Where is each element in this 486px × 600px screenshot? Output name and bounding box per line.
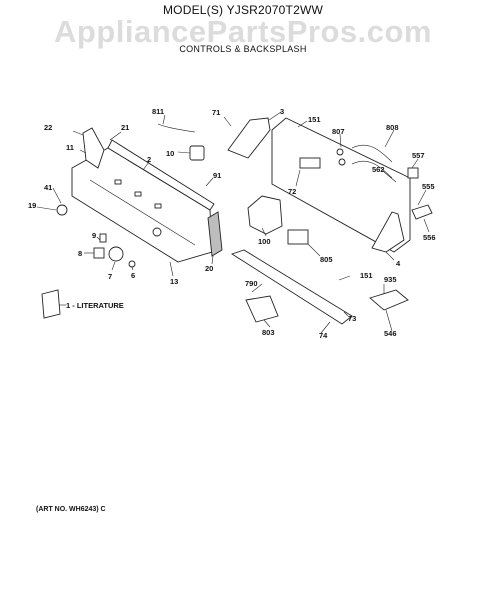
callout-151a: 151 <box>308 115 321 124</box>
callout-100: 100 <box>258 237 271 246</box>
knob <box>108 246 124 262</box>
knob-insert <box>93 247 105 259</box>
valve <box>407 167 419 179</box>
callout-556: 556 <box>423 233 436 242</box>
callout-literature: 1 - LITERATURE <box>66 301 124 310</box>
model-title: MODEL(S) YJSR2070T2WW <box>162 3 323 17</box>
hose <box>157 123 196 133</box>
spring <box>99 233 107 243</box>
callout-13: 13 <box>170 277 178 286</box>
callout-546: 546 <box>384 329 397 338</box>
callout-811: 811 <box>152 107 164 116</box>
callout-805: 805 <box>320 255 333 264</box>
backsplash <box>271 117 411 253</box>
end-cap-left <box>82 127 105 169</box>
control-panel-top-edge <box>107 139 215 211</box>
selector-switch <box>287 229 309 245</box>
callout-2: 2 <box>147 155 151 164</box>
callout-808: 808 <box>386 123 399 132</box>
callout-3: 3 <box>280 107 284 116</box>
callout-790: 790 <box>245 279 258 288</box>
callout-11: 11 <box>66 143 74 152</box>
timer <box>247 195 283 235</box>
callout-91: 91 <box>213 171 221 180</box>
callout-803: 803 <box>262 328 275 337</box>
callout-151b: 151 <box>360 271 373 280</box>
bottom-rail <box>230 249 353 325</box>
callout-555: 555 <box>422 182 435 191</box>
callout-4: 4 <box>396 259 401 268</box>
callout-557: 557 <box>412 151 425 160</box>
backsplash-opening <box>299 157 321 169</box>
mounting-bracket <box>371 211 405 253</box>
callout-7: 7 <box>108 272 112 281</box>
watermark: AppliancePartsPros.com <box>54 14 432 49</box>
clip-ring <box>128 260 136 268</box>
callout-41: 41 <box>44 183 52 192</box>
callout-19: 19 <box>28 201 36 210</box>
callout-72: 72 <box>288 187 296 196</box>
callout-74: 74 <box>319 331 328 340</box>
lower-bracket <box>245 295 279 323</box>
callout-22: 22 <box>44 123 52 132</box>
callout-9: 9 <box>92 231 96 240</box>
wire-harness <box>369 289 409 311</box>
panel-slot <box>134 191 142 197</box>
clip <box>411 204 433 220</box>
panel-knob-hole <box>152 227 162 237</box>
panel-slot <box>114 179 122 185</box>
knob <box>56 204 68 216</box>
washer <box>338 158 346 166</box>
switch <box>189 145 205 161</box>
callout-20: 20 <box>205 264 213 273</box>
panel-slot <box>154 203 162 209</box>
callout-935: 935 <box>384 275 397 284</box>
literature-booklet <box>41 289 61 319</box>
callout-562: 562 <box>372 165 385 174</box>
art-number: (ART NO. WH6243) C <box>36 506 106 513</box>
end-cap-right <box>207 211 223 257</box>
callout-807: 807 <box>332 127 345 136</box>
callout-73: 73 <box>348 314 356 323</box>
callout-10: 10 <box>166 149 174 158</box>
callout-21: 21 <box>121 123 129 132</box>
fill-hose <box>351 144 393 163</box>
callout-71: 71 <box>212 108 220 117</box>
bracket <box>227 117 271 159</box>
callout-6: 6 <box>131 271 135 280</box>
section-title: CONTROLS & BACKSPLASH <box>179 44 307 54</box>
fill-hose <box>351 160 393 179</box>
callout-8: 8 <box>78 249 82 258</box>
washer <box>336 148 344 156</box>
